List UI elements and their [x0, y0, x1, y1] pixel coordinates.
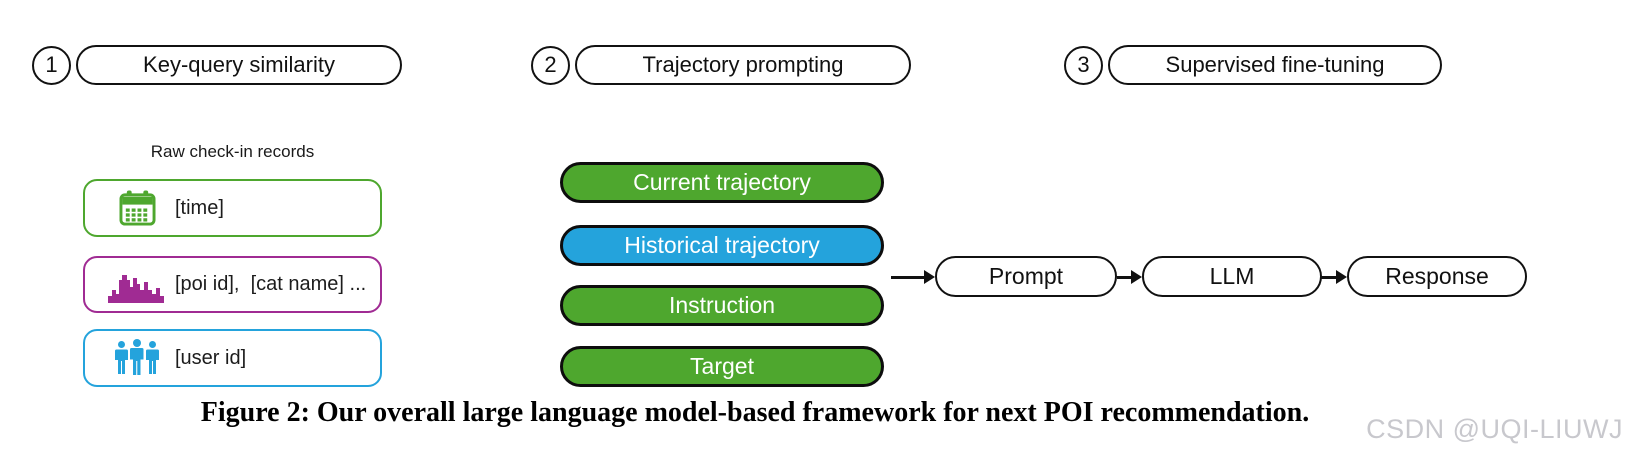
record-label-time: [time] — [175, 196, 224, 219]
arrow-shaft — [891, 275, 924, 279]
watermark-text: CSDN @UQI-LIUWJ — [1366, 414, 1623, 444]
step-header-2: 2 Trajectory prompting — [531, 45, 911, 85]
prompt-part-target: Target — [560, 346, 884, 387]
pipeline-llm: LLM — [1142, 256, 1322, 297]
figure-caption: Figure 2: Our overall large language mod… — [200, 397, 1310, 428]
record-label-user: [user id] — [175, 346, 247, 369]
record-box-user: [user id] — [83, 329, 382, 387]
pipeline-prompt: Prompt — [935, 256, 1117, 297]
arrow-components-to-prompt — [891, 269, 935, 285]
prompt-part-historical-trajectory: Historical trajectory — [560, 225, 884, 266]
calendar-icon — [105, 190, 169, 226]
pipeline-response: Response — [1347, 256, 1527, 297]
step-number-3: 3 — [1064, 45, 1103, 85]
arrow-head-icon — [924, 270, 935, 284]
city-skyline-icon — [105, 266, 169, 304]
step-number-1: 1 — [32, 45, 71, 85]
record-label-poi: [poi id], [cat name] ... — [175, 273, 367, 295]
record-box-time: [time] — [83, 179, 382, 237]
users-icon — [105, 339, 169, 377]
arrow-shaft — [1321, 275, 1336, 279]
step-label-trajectory-prompting: Trajectory prompting — [575, 45, 911, 85]
prompt-part-instruction: Instruction — [560, 285, 884, 326]
arrow-shaft — [1117, 275, 1131, 279]
step-label-key-query-similarity: Key-query similarity — [76, 45, 402, 85]
arrow-llm-to-response — [1321, 269, 1347, 285]
raw-records-title: Raw check-in records — [150, 142, 315, 161]
step-label-supervised-fine-tuning: Supervised fine-tuning — [1108, 45, 1442, 85]
arrow-prompt-to-llm — [1117, 269, 1142, 285]
arrow-head-icon — [1336, 270, 1347, 284]
step-header-3: 3 Supervised fine-tuning — [1064, 45, 1442, 85]
prompt-part-current-trajectory: Current trajectory — [560, 162, 884, 203]
arrow-head-icon — [1131, 270, 1142, 284]
record-box-poi: [poi id], [cat name] ... — [83, 256, 382, 313]
step-number-2: 2 — [531, 45, 570, 85]
step-header-1: 1 Key-query similarity — [32, 45, 402, 85]
